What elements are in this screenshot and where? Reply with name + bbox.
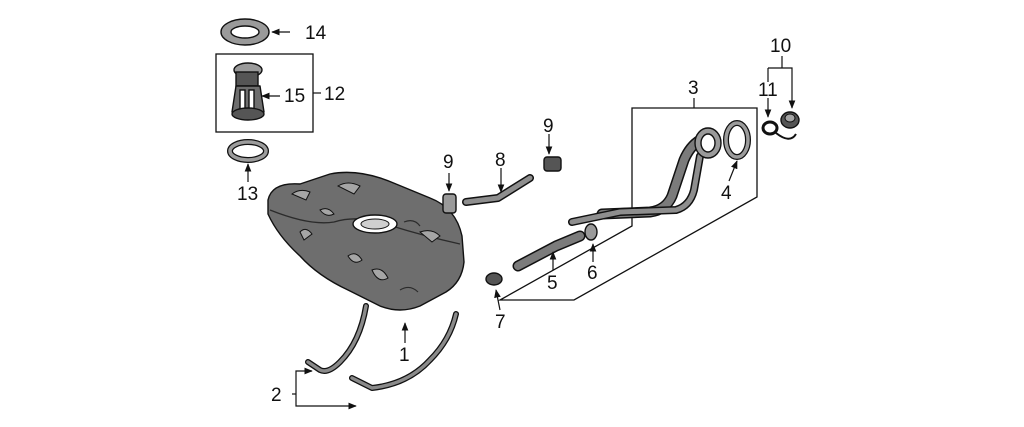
tank-strap-right-part <box>349 311 459 391</box>
callout-8: 8 <box>495 150 506 171</box>
fuel-tank-part <box>267 171 465 311</box>
callout-9-left: 9 <box>443 152 454 173</box>
callout-14: 14 <box>305 23 327 44</box>
callout-4: 4 <box>721 183 732 204</box>
callout-7: 7 <box>495 312 506 333</box>
hose-clamp-left-part <box>442 193 457 214</box>
callout-15: 15 <box>284 86 305 107</box>
callout-13: 13 <box>237 184 258 205</box>
callout-6: 6 <box>587 263 598 284</box>
lock-ring-part <box>220 18 270 46</box>
callout-1: 1 <box>399 345 410 366</box>
grommet-part <box>485 272 503 286</box>
filler-hose-clamp-part <box>584 223 598 241</box>
hose-clamp-right-part <box>543 156 562 172</box>
tank-strap-left-part <box>305 303 369 374</box>
fuel-pump-part <box>231 62 265 121</box>
callout-3: 3 <box>688 78 699 99</box>
filler-hose-part <box>512 230 586 272</box>
vent-hose-part <box>462 174 534 206</box>
pump-gasket-part <box>227 139 269 163</box>
callout-9-right: 9 <box>543 116 554 137</box>
callout-2: 2 <box>271 385 282 406</box>
callout-5: 5 <box>547 273 558 294</box>
callout-11: 11 <box>758 80 778 101</box>
leader-lines <box>244 28 796 410</box>
cap-tether-part <box>761 120 797 140</box>
filler-neck-gasket-part <box>723 120 751 160</box>
callout-10: 10 <box>770 36 791 57</box>
fuel-cap-part <box>780 111 800 129</box>
filler-pipe-part <box>568 127 722 226</box>
filler-pipe-assembly-box <box>497 107 758 301</box>
callout-12: 12 <box>324 84 345 105</box>
